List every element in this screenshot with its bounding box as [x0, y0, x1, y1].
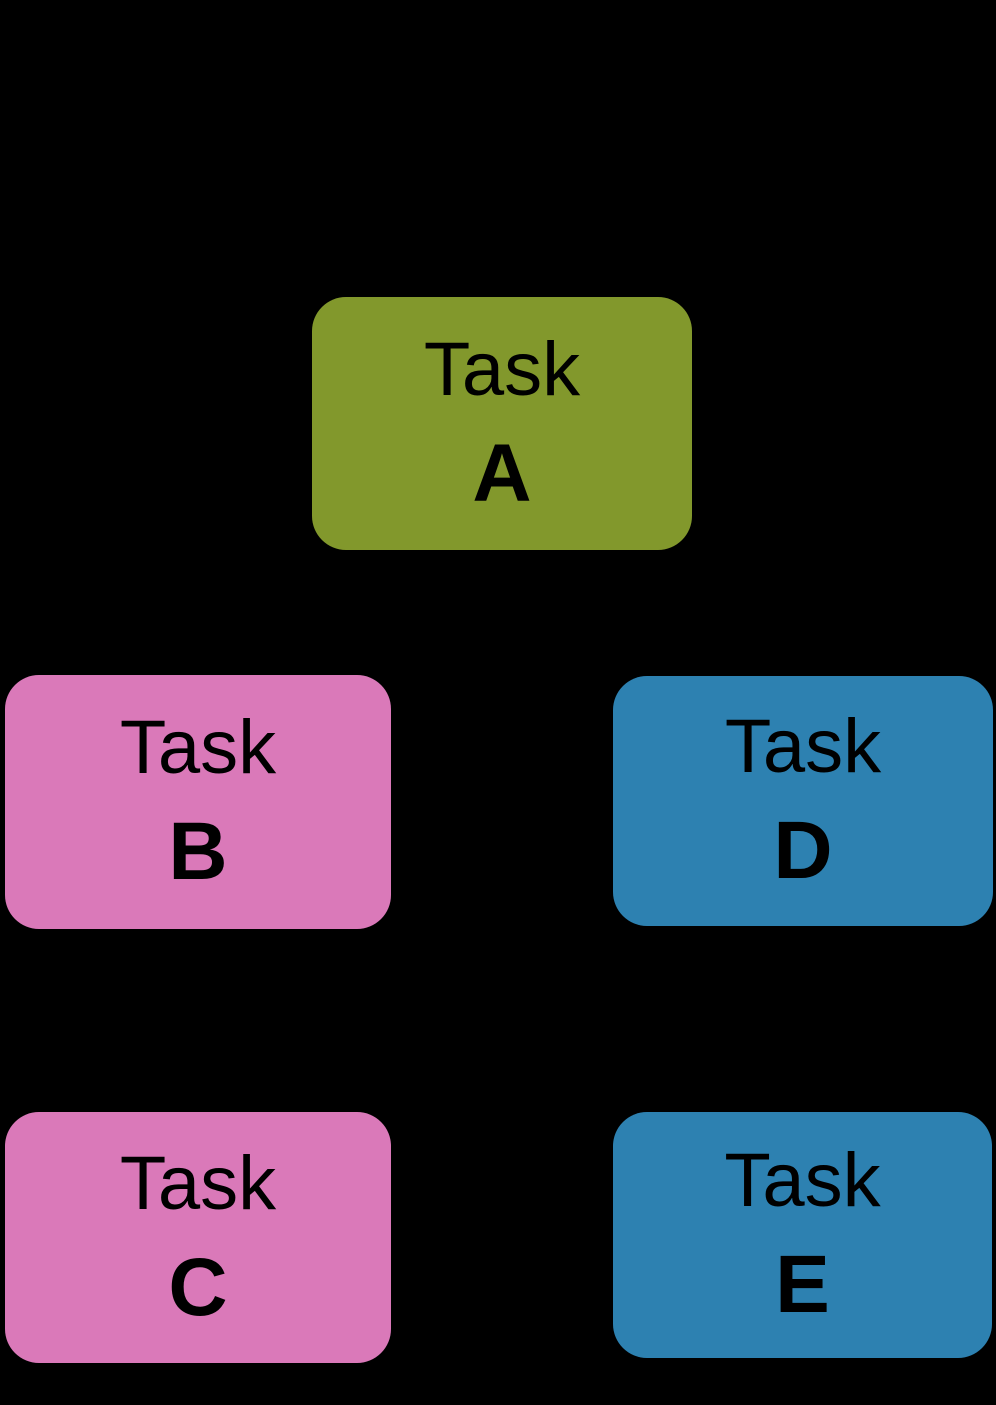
task-node-label: Task: [119, 705, 277, 790]
task-node-label: Task: [119, 1140, 277, 1226]
task-node-letter: C: [168, 1241, 228, 1333]
task-node-letter: B: [168, 806, 228, 897]
task-node-letter: D: [773, 805, 833, 896]
task-node-label: Task: [724, 704, 882, 789]
task-node-label: Task: [423, 326, 581, 412]
task-node-label: Task: [724, 1138, 881, 1223]
task-node-letter: A: [472, 427, 532, 519]
task-node-letter: E: [775, 1239, 830, 1330]
